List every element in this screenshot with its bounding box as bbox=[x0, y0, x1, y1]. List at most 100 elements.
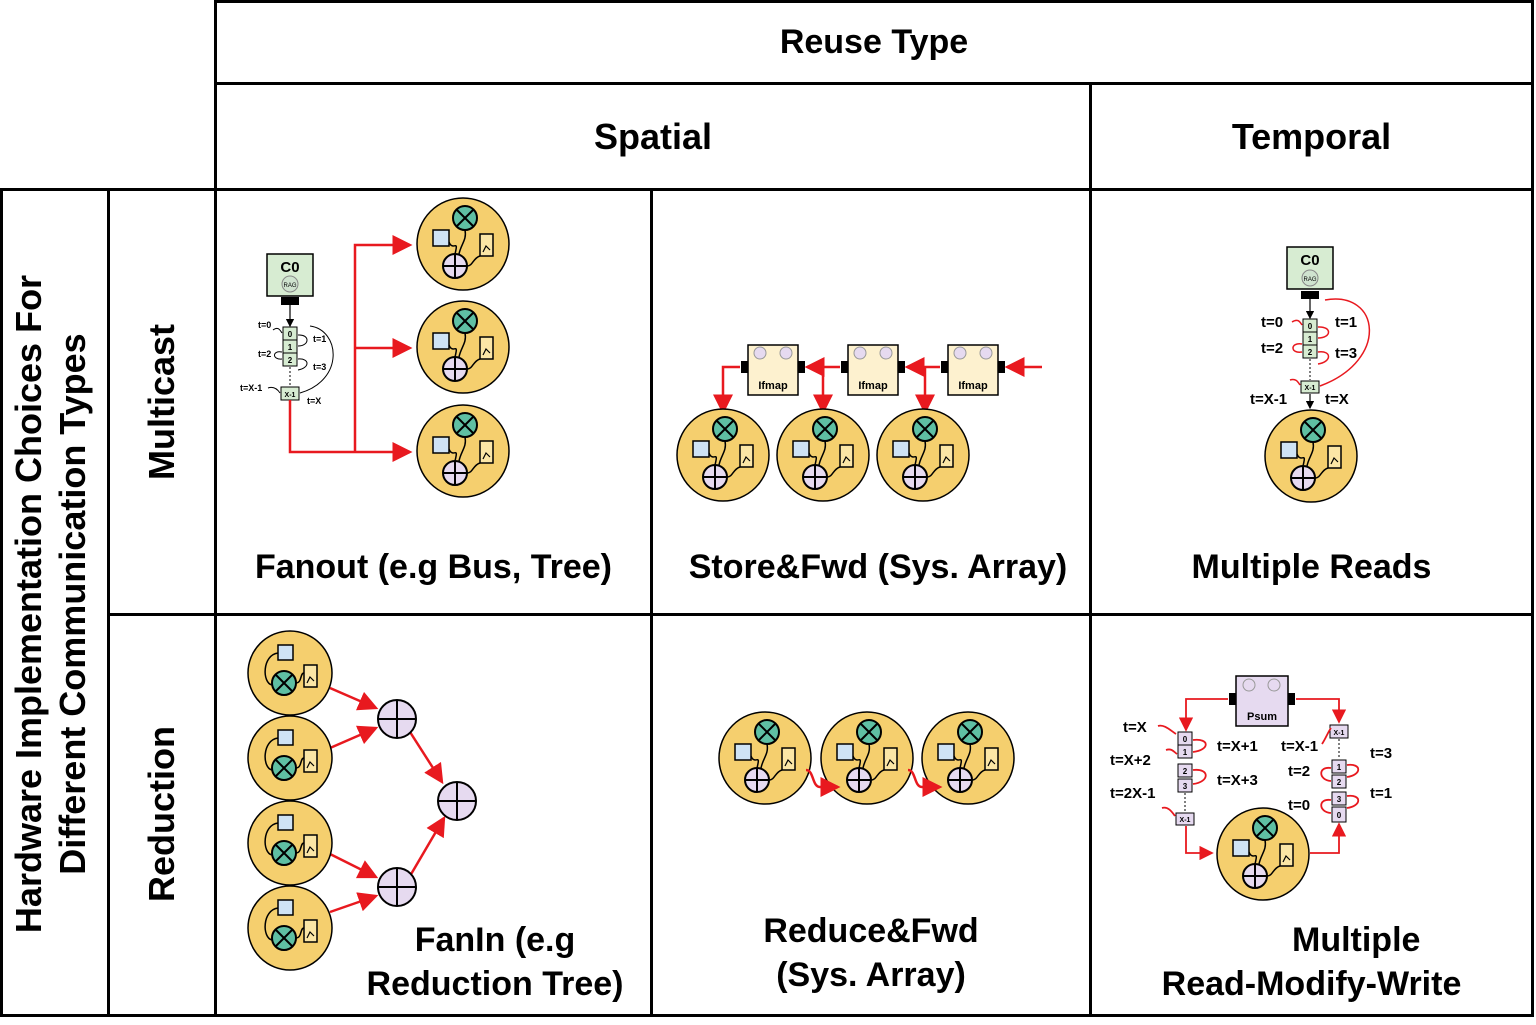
pe bbox=[247, 800, 333, 886]
svg-text:RAG: RAG bbox=[1303, 277, 1316, 283]
mrmw-caption-line1: Multiple bbox=[1292, 921, 1421, 959]
reduce-fwd-diagram bbox=[718, 711, 1015, 805]
svg-text:0: 0 bbox=[1337, 811, 1342, 820]
ifmap-buffer: Ifmap bbox=[941, 344, 1005, 396]
pe bbox=[416, 404, 510, 498]
c0-label: C0 bbox=[280, 259, 299, 276]
rmw-right-time-labels: t=X-1 t=3 t=2 t=1 t=0 bbox=[1281, 738, 1392, 814]
svg-text:X-1: X-1 bbox=[1305, 385, 1316, 392]
port-icon bbox=[281, 297, 299, 305]
temporal-header: Temporal bbox=[1231, 115, 1392, 157]
svg-text:t=X-1: t=X-1 bbox=[1281, 738, 1318, 755]
svg-text:t=2: t=2 bbox=[258, 349, 271, 359]
pe bbox=[1216, 807, 1310, 901]
rmw-left-time-labels: t=X t=X+1 t=X+2 t=X+3 t=2X-1 bbox=[1110, 719, 1258, 802]
ifmap-buffer: Ifmap bbox=[741, 344, 805, 396]
ifmap-buffer: Ifmap bbox=[841, 344, 905, 396]
adder-node bbox=[377, 699, 417, 739]
mrmw-diagram: Psum 0 1 2 3 X-1 X-1 1 2 3 0 bbox=[1110, 675, 1392, 901]
reduce-fwd-caption: Reduce&Fwd (Sys. Array) bbox=[653, 909, 1089, 997]
svg-text:t=2: t=2 bbox=[1288, 763, 1310, 780]
svg-text:1: 1 bbox=[1308, 335, 1313, 344]
fanin-caption-line1: FanIn (e.g bbox=[414, 921, 576, 959]
pe bbox=[416, 197, 510, 291]
pe bbox=[247, 715, 333, 801]
pe bbox=[921, 711, 1015, 805]
svg-text:2: 2 bbox=[288, 356, 293, 365]
pe bbox=[776, 408, 870, 502]
rmw-right-buffer: X-1 1 2 3 0 bbox=[1329, 724, 1349, 823]
rag-icon bbox=[281, 275, 299, 293]
svg-text:2: 2 bbox=[1183, 767, 1188, 776]
fanin-diagram bbox=[247, 630, 477, 971]
svg-text:t=X+3: t=X+3 bbox=[1217, 772, 1258, 789]
svg-text:t=1: t=1 bbox=[313, 334, 326, 344]
pe bbox=[1264, 409, 1358, 503]
svg-text:t=X: t=X bbox=[1123, 719, 1147, 736]
svg-text:2: 2 bbox=[1337, 778, 1342, 787]
svg-text:0: 0 bbox=[1308, 322, 1313, 331]
pe bbox=[820, 711, 914, 805]
reads-time-loops bbox=[1289, 298, 1371, 387]
svg-text:t=0: t=0 bbox=[1261, 314, 1283, 331]
fanout-diagram: C0 RAG 0 1 2 X-1 t=0 t=1 t=2 t= bbox=[240, 197, 510, 498]
svg-text:0: 0 bbox=[288, 330, 293, 339]
svg-text:t=X: t=X bbox=[1325, 391, 1349, 408]
svg-text:t=2X-1: t=2X-1 bbox=[1110, 785, 1155, 802]
svg-text:t=X: t=X bbox=[307, 396, 321, 406]
svg-text:Ifmap: Ifmap bbox=[858, 380, 888, 392]
svg-text:X-1: X-1 bbox=[285, 392, 296, 399]
svg-text:1: 1 bbox=[1183, 748, 1188, 757]
svg-text:Ifmap: Ifmap bbox=[758, 380, 788, 392]
svg-text:0: 0 bbox=[1183, 735, 1188, 744]
svg-text:t=1: t=1 bbox=[1335, 314, 1357, 331]
svg-text:t=X+2: t=X+2 bbox=[1110, 752, 1151, 769]
c0-block bbox=[266, 253, 314, 297]
svg-text:t=1: t=1 bbox=[1370, 785, 1392, 802]
pe bbox=[676, 408, 770, 502]
fanout-arrows bbox=[288, 235, 413, 462]
svg-text:t=3: t=3 bbox=[313, 362, 326, 372]
fanin-caption-line2: Reduction Tree) bbox=[366, 965, 624, 1003]
fanout-time-labels: t=0 t=1 t=2 t=3 t=X-1 t=X bbox=[240, 320, 326, 406]
fanin-caption: FanIn (e.g Reduction Tree) bbox=[340, 918, 650, 1006]
svg-text:3: 3 bbox=[1337, 795, 1342, 804]
svg-text:1: 1 bbox=[288, 343, 293, 352]
reads-buffer: 0 1 2 X-1 bbox=[1300, 318, 1320, 394]
svg-text:3: 3 bbox=[1183, 782, 1188, 791]
mrmw-caption: Multiple Read-Modify-Write bbox=[1092, 918, 1531, 1006]
pe bbox=[718, 711, 812, 805]
multiple-reads-diagram: C0 RAG 0 1 2 X-1 t=0 t=1 t=2 bbox=[1250, 246, 1371, 503]
svg-text:Ifmap: Ifmap bbox=[958, 380, 988, 392]
reuse-type-header: Reuse Type bbox=[779, 23, 969, 61]
svg-text:t=2: t=2 bbox=[1261, 340, 1283, 357]
store-fwd-arrows bbox=[713, 357, 1042, 415]
pe bbox=[876, 408, 970, 502]
svg-text:X-1: X-1 bbox=[1180, 817, 1191, 824]
pe bbox=[416, 300, 510, 394]
adder-node bbox=[377, 867, 417, 907]
spatial-header: Spatial bbox=[593, 115, 713, 157]
rmw-left-buffer: 0 1 2 3 X-1 bbox=[1175, 731, 1195, 826]
pe bbox=[247, 885, 333, 971]
store-fwd-diagram: Ifmap Ifmap Ifmap bbox=[676, 344, 1042, 502]
svg-text:Psum: Psum bbox=[1247, 711, 1277, 723]
svg-text:t=X+1: t=X+1 bbox=[1217, 738, 1258, 755]
adder-node bbox=[437, 781, 477, 821]
psum-buffer: Psum bbox=[1229, 675, 1295, 727]
fanout-caption: Fanout (e.g Bus, Tree) bbox=[254, 548, 613, 586]
svg-text:1: 1 bbox=[1337, 763, 1342, 772]
fanout-time-loops bbox=[267, 325, 334, 394]
svg-text:C0: C0 bbox=[1300, 252, 1319, 269]
svg-text:t=0: t=0 bbox=[1288, 797, 1310, 814]
svg-text:t=X-1: t=X-1 bbox=[240, 383, 262, 393]
rmw-arrows bbox=[1157, 698, 1360, 861]
svg-text:t=0: t=0 bbox=[258, 320, 271, 330]
reduce-fwd-arrows bbox=[805, 768, 943, 797]
svg-text:t=3: t=3 bbox=[1370, 745, 1392, 762]
multiple-reads-caption: Multiple Reads bbox=[1191, 548, 1432, 586]
svg-text:X-1: X-1 bbox=[1334, 730, 1345, 737]
reads-time-labels: t=0 t=1 t=2 t=3 t=X-1 t=X bbox=[1250, 314, 1357, 408]
fanout-buffer: 0 1 2 X-1 bbox=[280, 326, 300, 401]
